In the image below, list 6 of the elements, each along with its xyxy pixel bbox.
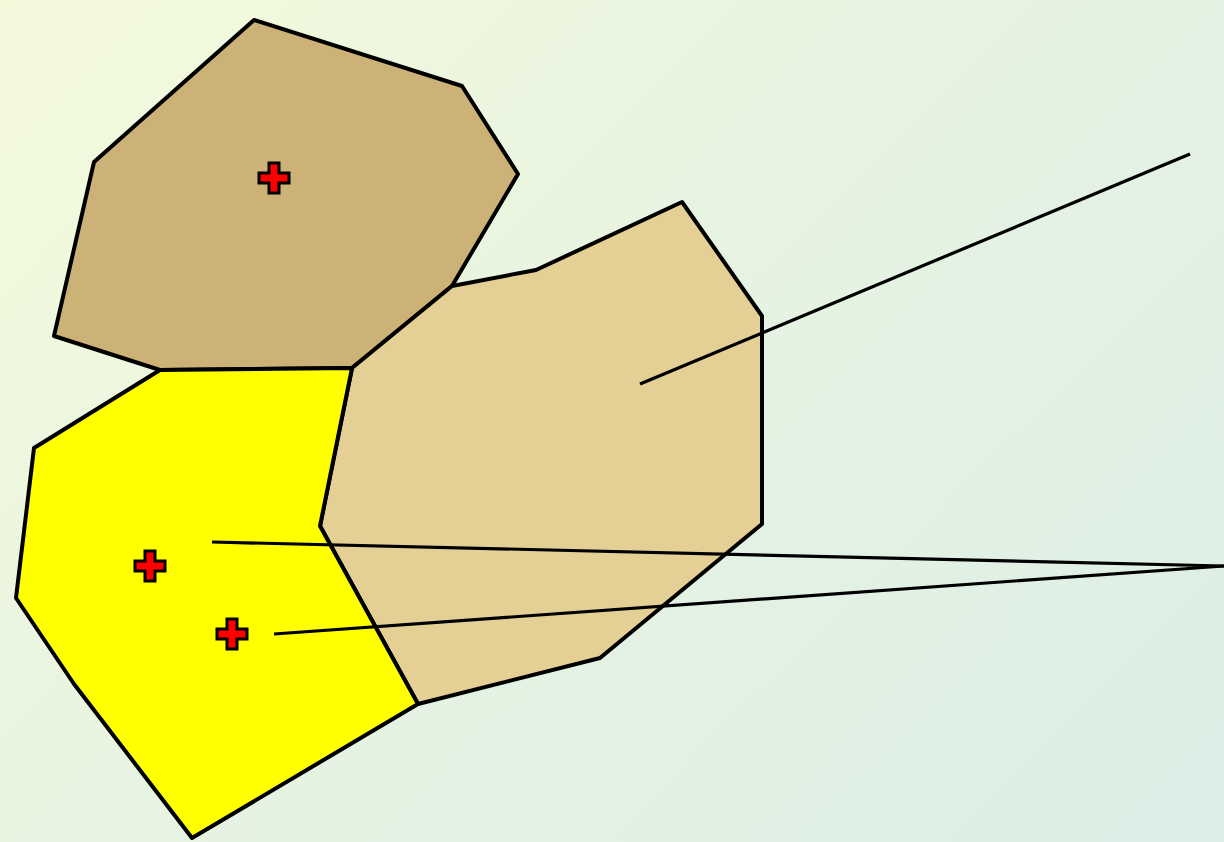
polygon-region [16, 368, 418, 838]
leader-line [639, 152, 1191, 386]
polygon-region [320, 202, 762, 704]
leader-line [211, 540, 1224, 568]
leader-line [273, 564, 1224, 636]
polygon-region [54, 20, 518, 370]
